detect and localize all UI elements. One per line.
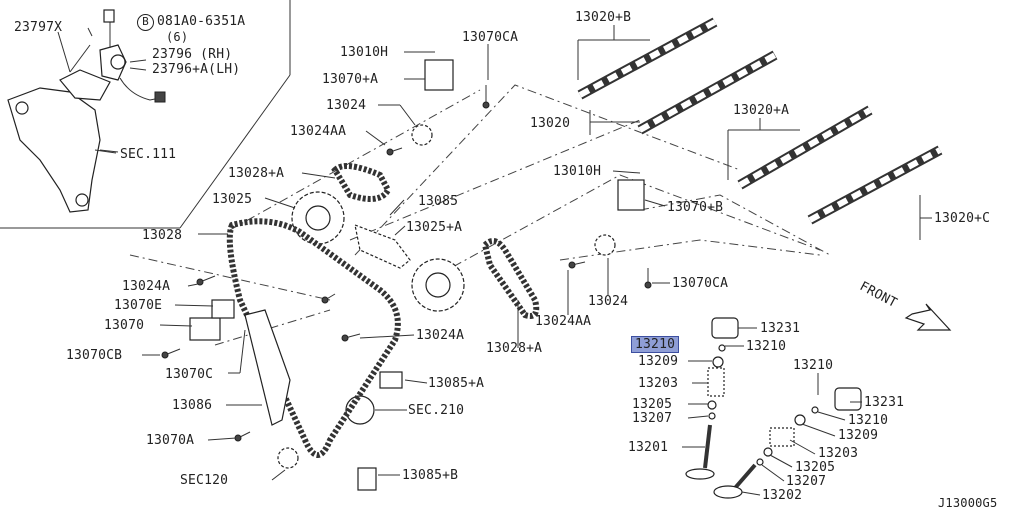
label-13231-a: 13231 xyxy=(760,321,801,336)
bolt-type-b-marker: B xyxy=(137,14,154,31)
label-13086: 13086 xyxy=(172,398,213,413)
label-13020: 13020 xyxy=(530,116,571,131)
label-23797x: 23797X xyxy=(14,20,63,35)
label-13205-a: 13205 xyxy=(632,397,673,412)
diagram-id: J13000G5 xyxy=(938,496,998,510)
label-13085: 13085 xyxy=(418,194,459,209)
label-13024aa-top: 13024AA xyxy=(290,124,347,139)
camshaft-13020a xyxy=(737,105,873,190)
label-13024-bottom: 13024 xyxy=(588,294,629,309)
chain-13028a-bottom xyxy=(481,238,540,319)
sprocket-13024 xyxy=(411,124,433,146)
label-13070a-top: 13070+A xyxy=(322,72,379,87)
label-23796: 23796 (RH) xyxy=(152,47,233,62)
label-13210-b: 13210 xyxy=(848,413,889,428)
guide-13085a xyxy=(379,371,403,389)
front-arrow-icon xyxy=(904,303,952,331)
chain-guide-13086 xyxy=(244,309,291,426)
chain-13028a-top xyxy=(331,163,392,202)
gasket-13070e xyxy=(211,299,235,319)
label-13010h-mid: 13010H xyxy=(553,164,602,179)
label-13210-a: 13210 xyxy=(746,339,787,354)
label-13024a-mid: 13024A xyxy=(416,328,465,343)
label-13020a: 13020+A xyxy=(733,103,790,118)
label-13205-b: 13205 xyxy=(795,460,836,475)
label-sec210: SEC.210 xyxy=(408,403,465,418)
label-13010h-top: 13010H xyxy=(340,45,389,60)
label-13070: 13070 xyxy=(104,318,145,333)
label-13070e: 13070E xyxy=(114,298,163,313)
label-13070a-low: 13070A xyxy=(146,433,195,448)
camshaft-13020 xyxy=(637,50,778,135)
label-13028a-bottom: 13028+A xyxy=(486,341,543,356)
label-13202: 13202 xyxy=(762,488,803,503)
label-13024aa-bottom: 13024AA xyxy=(535,314,592,329)
crank-sprocket xyxy=(277,447,299,469)
timing-cover-inset xyxy=(7,9,166,213)
label-081a0-6351a: 081A0-6351A xyxy=(157,14,246,29)
label-13210-b-top: 13210 xyxy=(793,358,834,373)
label-13203-a: 13203 xyxy=(638,376,679,391)
leader-lines xyxy=(87,25,932,496)
valve-set-a xyxy=(685,317,739,480)
label-13020b: 13020+B xyxy=(575,10,632,25)
label-13209-b: 13209 xyxy=(838,428,879,443)
label-13207-b: 13207 xyxy=(786,474,827,489)
label-13024: 13024 xyxy=(326,98,367,113)
label-13209-a: 13209 xyxy=(638,354,679,369)
tensioner-13070 xyxy=(189,317,221,341)
label-081a0-qty: (6) xyxy=(166,30,189,44)
label-sec111: SEC.111 xyxy=(120,147,177,162)
label-13028: 13028 xyxy=(142,228,183,243)
label-13028a-top: 13028+A xyxy=(228,166,285,181)
label-13207-a: 13207 xyxy=(632,411,673,426)
label-13231-b: 13231 xyxy=(864,395,905,410)
bolts xyxy=(161,85,652,442)
tensioner-13070a xyxy=(424,59,454,91)
guide-13085 xyxy=(354,224,411,269)
camshaft-13020c xyxy=(807,145,943,225)
tensioner-13070b xyxy=(617,179,645,211)
valve-set-b xyxy=(713,387,862,499)
inset-frame xyxy=(0,0,291,229)
label-13070cb: 13070CB xyxy=(66,348,123,363)
camshaft-13020b xyxy=(577,17,718,100)
label-13070ca-top: 13070CA xyxy=(462,30,519,45)
label-13210-highlighted[interactable]: 13210 xyxy=(630,336,680,353)
label-13201: 13201 xyxy=(628,440,669,455)
label-23796a: 23796+A(LH) xyxy=(152,62,241,77)
label-13085a: 13085+A xyxy=(428,376,485,391)
timing-chain-13028 xyxy=(226,218,401,458)
label-13070b: 13070+B xyxy=(667,200,724,215)
guide-13085b xyxy=(357,467,377,491)
label-13020c: 13020+C xyxy=(934,211,991,226)
label-sec120: SEC120 xyxy=(180,473,229,488)
label-13025a: 13025+A xyxy=(406,220,463,235)
label-13024a-left: 13024A xyxy=(122,279,171,294)
sprocket-13024-lower xyxy=(594,234,616,256)
label-13203-b: 13203 xyxy=(818,446,859,461)
label-13085b: 13085+B xyxy=(402,468,459,483)
label-13070ca-bottom: 13070CA xyxy=(672,276,729,291)
label-13070c: 13070C xyxy=(165,367,214,382)
label-13025: 13025 xyxy=(212,192,253,207)
